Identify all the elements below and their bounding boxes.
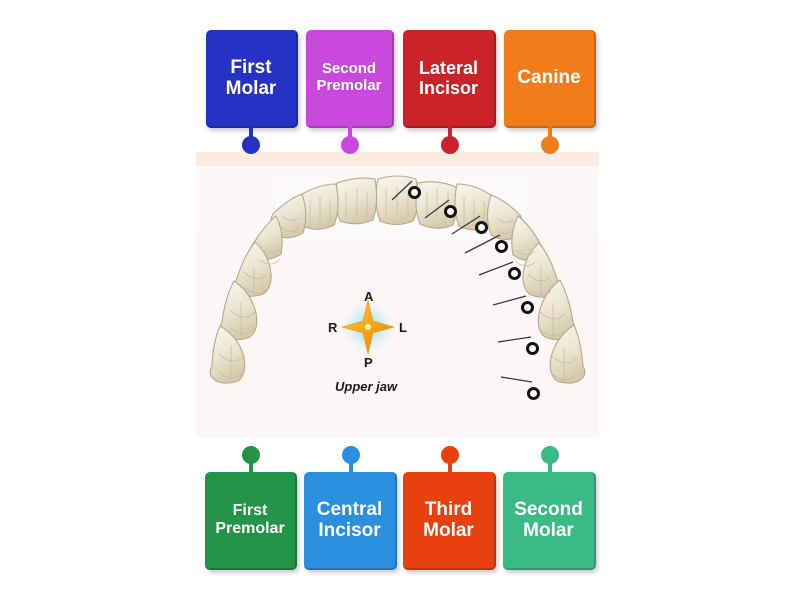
answer-card-label: Third Molar [423,498,474,541]
answer-card-label: Lateral Incisor [418,57,479,98]
orientation-compass [340,299,396,355]
diagram-caption: Upper jaw [335,379,398,394]
pin-knob [242,446,260,464]
answer-pin-third-molar [441,446,459,476]
pin-stem [349,456,353,474]
panel-top-band [196,152,599,166]
pin-knob [541,446,559,464]
drop-target-marker-2[interactable] [444,205,457,218]
pin-stem [448,126,452,144]
pin-stem [249,456,253,474]
answer-pin-second-molar [541,446,559,476]
answer-card-label: Central Incisor [316,498,383,541]
answer-pin-first-premolar [242,446,260,476]
pin-knob [242,136,260,154]
diagram-image-panel: A P R L Upper jaw [196,152,599,437]
drop-target-marker-7[interactable] [526,342,539,355]
answer-card-third-molar[interactable]: Third Molar [403,472,496,570]
drop-target-marker-3[interactable] [475,221,488,234]
compass-label-anterior: A [364,289,374,304]
answer-card-label: Canine [517,67,581,89]
drop-target-marker-8[interactable] [527,387,540,400]
leader-lines [391,180,533,383]
answer-pin-canine [541,126,559,156]
answer-card-canine[interactable]: Canine [504,30,596,128]
pin-stem [548,456,552,474]
answer-card-lateral-incisor[interactable]: Lateral Incisor [403,30,496,128]
drop-target-marker-4[interactable] [495,240,508,253]
answer-card-second-molar[interactable]: Second Molar [503,472,596,570]
drop-target-marker-5[interactable] [508,267,521,280]
compass-label-left: L [399,320,407,335]
pin-knob [541,136,559,154]
drop-target-marker-6[interactable] [521,301,534,314]
pin-knob [441,446,459,464]
pin-knob [341,136,359,154]
answer-card-central-incisor[interactable]: Central Incisor [304,472,397,570]
answer-card-label: First Molar [225,56,277,99]
pin-knob [342,446,360,464]
pin-stem [548,126,552,144]
pin-stem [249,126,253,144]
answer-card-label: Second Premolar [316,60,382,94]
answer-pin-second-premolar [341,126,359,156]
drop-target-marker-1[interactable] [408,186,421,199]
compass-label-posterior: P [364,355,373,370]
compass-label-right: R [328,320,338,335]
answer-pin-central-incisor [342,446,360,476]
answer-card-label: Second Molar [514,498,583,541]
pin-knob [441,136,459,154]
answer-card-label: First Premolar [215,502,285,537]
pin-stem [448,456,452,474]
answer-card-first-molar[interactable]: First Molar [206,30,298,128]
pin-stem [348,126,352,144]
answer-card-first-premolar[interactable]: First Premolar [205,472,297,570]
answer-pin-first-molar [242,126,260,156]
answer-pin-lateral-incisor [441,126,459,156]
answer-card-second-premolar[interactable]: Second Premolar [306,30,394,128]
